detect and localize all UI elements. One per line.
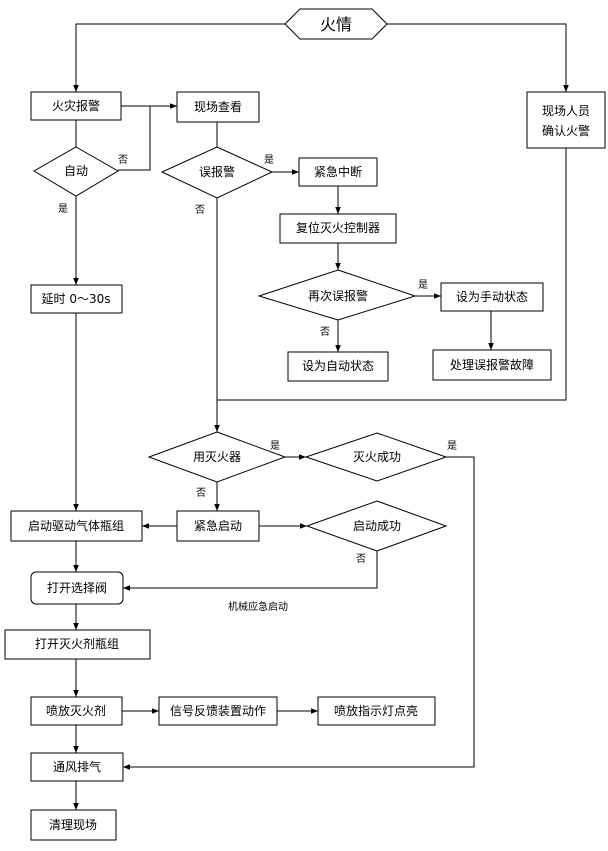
node-emergency-stop-label: 紧急中断 — [314, 164, 362, 179]
edge-label-false-alarm-yes: 是 — [264, 154, 274, 166]
node-reset-controller-label: 复位灭火控制器 — [296, 220, 380, 235]
node-release-light-label: 喷放指示灯点亮 — [334, 703, 418, 718]
node-fire-alarm-label: 火灾报警 — [52, 98, 100, 113]
node-set-auto: 设为自动状态 — [287, 351, 389, 382]
node-start-drive-gas: 启动驱动气体瓶组 — [10, 510, 143, 542]
edge-label-false-alarm-no: 否 — [195, 204, 205, 216]
edge-label-extinguisher-no: 否 — [196, 487, 206, 499]
node-release-agent: 喷放灭火剂 — [30, 696, 123, 726]
node-site-check: 现场查看 — [176, 91, 260, 123]
connectors — [73, 23, 569, 810]
node-handle-fault-label: 处理误报警故障 — [450, 357, 534, 372]
node-delay-label: 延时 0～30s — [42, 292, 111, 306]
node-emergency-start: 紧急启动 — [176, 510, 260, 542]
node-open-valve-label: 打开选择阀 — [47, 581, 107, 595]
edge-labels: 否 是 是 否 是 否 是 是 否 否 机械应急启动 — [58, 154, 457, 613]
node-release-light: 喷放指示灯点亮 — [317, 696, 436, 726]
node-set-auto-label: 设为自动状态 — [302, 359, 374, 373]
node-handle-fault: 处理误报警故障 — [432, 349, 552, 381]
node-auto-decision: 自动 — [33, 146, 119, 197]
node-extinguish-success-label: 灭火成功 — [353, 450, 401, 464]
edge-label-auto-no: 否 — [118, 154, 128, 166]
node-use-extinguisher-decision: 用灭火器 — [147, 431, 287, 483]
node-fire-alarm: 火灾报警 — [30, 91, 122, 121]
node-ventilate-label: 通风排气 — [53, 759, 101, 774]
node-use-extinguisher-label: 用灭火器 — [193, 450, 241, 464]
edge-label-mechanical: 机械应急启动 — [228, 600, 288, 613]
edge-label-success-yes: 是 — [447, 440, 457, 452]
node-staff-confirm-label-2: 确认火警 — [542, 123, 590, 138]
node-open-agent-bottles: 打开灭火剂瓶组 — [4, 629, 151, 660]
node-emergency-stop: 紧急中断 — [298, 157, 378, 187]
node-reset-controller: 复位灭火控制器 — [279, 213, 397, 244]
edge-label-again-no: 否 — [320, 326, 330, 338]
node-ventilate: 通风排气 — [30, 752, 124, 782]
node-release-agent-label: 喷放灭火剂 — [46, 703, 106, 718]
node-false-alarm-decision: 误报警 — [160, 146, 274, 199]
node-start-success-decision: 启动成功 — [305, 500, 448, 552]
edge-label-extinguisher-yes: 是 — [270, 440, 280, 452]
node-signal-feedback-label: 信号反馈装置动作 — [170, 704, 266, 718]
node-open-agent-bottles-label: 打开灭火剂瓶组 — [35, 636, 119, 651]
node-staff-confirm-label-1: 现场人员 — [542, 104, 590, 118]
edge-label-again-yes: 是 — [418, 279, 428, 291]
node-start-success-label: 启动成功 — [353, 519, 401, 533]
node-fire: 火情 — [284, 8, 388, 40]
edge-label-auto-yes: 是 — [58, 203, 68, 215]
node-clean-site-label: 清理现场 — [49, 818, 97, 832]
node-extinguish-success-decision: 灭火成功 — [304, 432, 448, 482]
node-set-manual-label: 设为手动状态 — [456, 290, 528, 304]
node-delay: 延时 0～30s — [30, 284, 123, 314]
node-staff-confirm: 现场人员 确认火警 — [526, 91, 606, 149]
node-again-false-alarm-decision: 再次误报警 — [257, 269, 417, 321]
node-set-manual: 设为手动状态 — [440, 282, 544, 312]
node-clean-site: 清理现场 — [30, 809, 117, 841]
node-false-alarm-label: 误报警 — [199, 164, 235, 179]
node-site-check-label: 现场查看 — [194, 100, 242, 114]
edge-label-start-no: 否 — [356, 553, 366, 565]
node-signal-feedback: 信号反馈装置动作 — [158, 696, 278, 726]
node-start-drive-gas-label: 启动驱动气体瓶组 — [28, 518, 124, 533]
node-open-valve: 打开选择阀 — [30, 571, 124, 605]
node-emergency-start-label: 紧急启动 — [194, 518, 242, 533]
node-fire-label: 火情 — [320, 15, 352, 34]
node-auto-label: 自动 — [64, 164, 88, 178]
node-again-false-alarm-label: 再次误报警 — [308, 288, 368, 303]
